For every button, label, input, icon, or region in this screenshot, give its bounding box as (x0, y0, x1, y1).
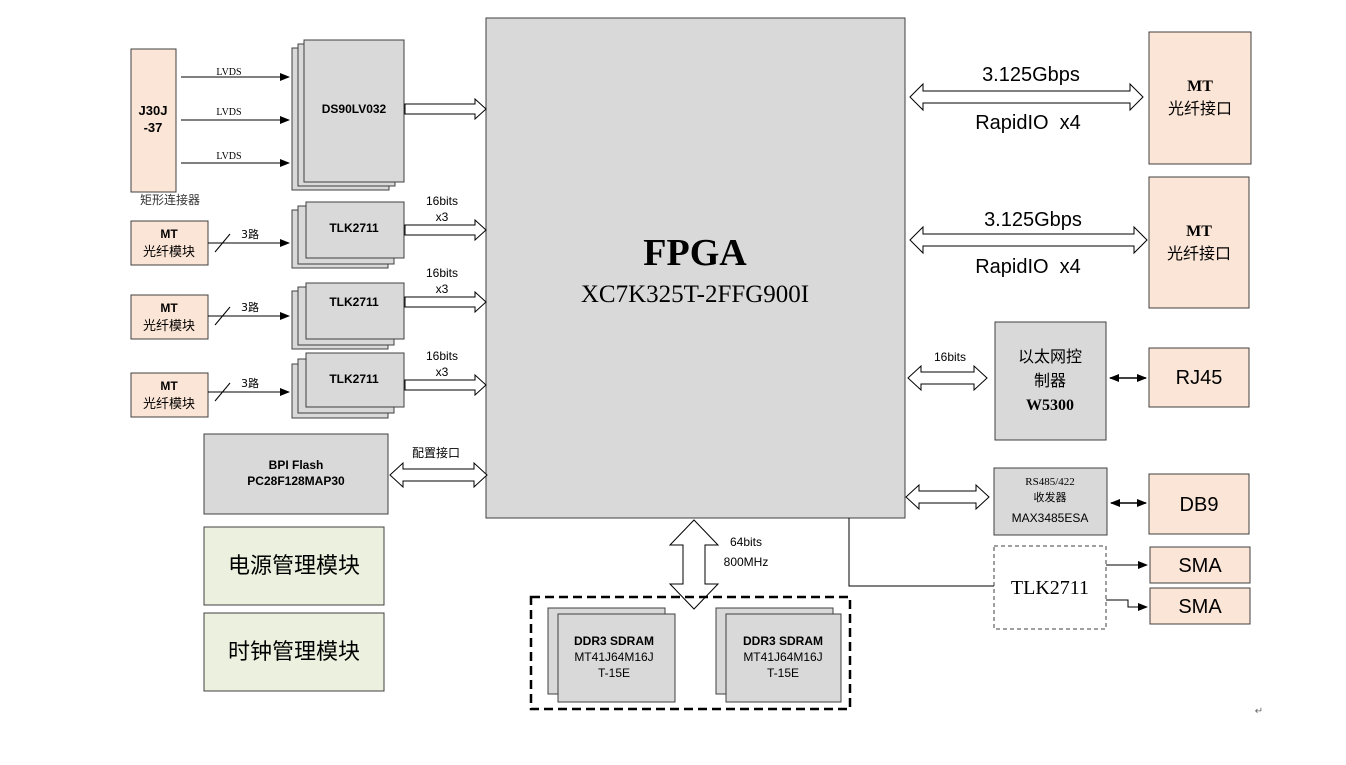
bus-width-label: 16bits (426, 349, 458, 363)
sma-port-block: SMA (1149, 587, 1251, 625)
ethernet-bus-label: 16bits (934, 350, 966, 364)
bus-width-label: 16bits (426, 266, 458, 280)
fiber-interface-line2: 光纤接口 (1168, 99, 1232, 118)
fiber-module: MT 光纤模块 (130, 372, 209, 418)
paragraph-mark: ↵ (1255, 706, 1263, 717)
ethernet-controller-block: 以太网控 制器 W5300 (994, 321, 1107, 441)
tlk-to-fpga-arrow (404, 218, 487, 242)
fiber-module-line1: MT (160, 379, 178, 393)
config-interface-label: 配置接口 (412, 445, 460, 460)
connector-name-line1: J30J (139, 103, 168, 118)
tlk2711-block: TLK2711 (291, 201, 405, 269)
lvds-links: LVDS LVDS LVDS (181, 67, 290, 167)
bus-multiplier-label: x3 (436, 365, 449, 379)
bus-multiplier-label: x3 (436, 282, 449, 296)
fpga-title: FPGA (643, 232, 747, 274)
power-management-module: 电源管理模块 (203, 526, 385, 606)
clock-management-module: 时钟管理模块 (203, 612, 385, 692)
ddr3-line2: MT41J64M16J (574, 650, 653, 664)
tlk2711-name: TLK2711 (329, 372, 379, 386)
fiber-lane-count: 3路 (241, 301, 259, 314)
rapidio-bus-arrow (909, 225, 1148, 255)
fiber-module-line2: 光纤模块 (143, 245, 195, 260)
lvds-label: LVDS (216, 107, 241, 118)
tlk-to-fpga-arrow (404, 373, 487, 397)
tlk2711-block: TLK2711 (291, 282, 405, 350)
optional-tlk2711-block: TLK2711 (993, 545, 1107, 630)
lvds-label: LVDS (216, 151, 241, 162)
ethernet-controller-line2: 制器 (1034, 371, 1066, 390)
bus-multiplier-label: x3 (436, 210, 449, 224)
rj45-label: RJ45 (1176, 367, 1223, 389)
connector-caption: 矩形连接器 (140, 192, 200, 207)
flash-line1: BPI Flash (269, 458, 324, 472)
rapidio-protocol: RapidIO x4 (975, 256, 1081, 278)
fiber-interface-block: MT 光纤接口 (1148, 31, 1252, 165)
fiber-module-line1: MT (160, 301, 178, 315)
ddr3-line3: T-15E (767, 666, 799, 680)
ddr3-line1: DDR3 SDRAM (574, 634, 654, 648)
memory-bus-arrow (668, 519, 720, 610)
ddr3-line2: MT41J64M16J (743, 650, 822, 664)
fiber-module: MT 光纤模块 (130, 294, 209, 340)
ddr3-line3: T-15E (598, 666, 630, 680)
ddr3-chip-block: DDR3 SDRAM MT41J64M16J T-15E (547, 607, 676, 703)
fiber-lane-count: 3路 (241, 228, 259, 241)
clock-module-label: 时钟管理模块 (228, 640, 360, 665)
sma-port-block: SMA (1149, 546, 1251, 584)
connector-name-line2: -37 (144, 120, 163, 135)
rapidio-protocol: RapidIO x4 (975, 112, 1081, 134)
rj45-port-block: RJ45 (1148, 347, 1250, 408)
fiber-module-line2: 光纤模块 (143, 397, 195, 412)
fiber-module-line1: MT (160, 227, 178, 241)
ethernet-controller-part: W5300 (1026, 397, 1074, 414)
power-module-label: 电源管理模块 (228, 554, 360, 579)
fiber-interface-line1: MT (1187, 78, 1213, 95)
fiber-module: MT 光纤模块 (130, 220, 209, 266)
rapidio-speed: 3.125Gbps (984, 209, 1082, 231)
rs485-part: MAX3485ESA (1012, 511, 1089, 525)
memory-group-frame (529, 595, 852, 711)
db9-label: DB9 (1180, 494, 1219, 516)
fpga-part-number: XC7K325T-2FFG900I (581, 281, 809, 308)
fiber-lane-count: 3路 (241, 377, 259, 390)
db9-port-block: DB9 (1148, 473, 1250, 535)
bus-width-label: 16bits (426, 194, 458, 208)
ethernet-bus-arrow (907, 364, 988, 392)
sma-label: SMA (1178, 555, 1222, 577)
tlk-to-fpga-arrow (404, 290, 487, 314)
rectangular-connector: J30J -37 矩形连接器 (130, 48, 200, 207)
bpi-flash-block: BPI Flash PC28F128MAP30 (203, 433, 389, 515)
sma-label: SMA (1178, 596, 1222, 618)
fiber-interface-line2: 光纤接口 (1167, 244, 1231, 263)
fiber-module-line2: 光纤模块 (143, 319, 195, 334)
lvds-to-fpga-arrow (404, 97, 487, 121)
rs485-line1: RS485/422 (1025, 476, 1075, 488)
lvds-receiver-block: DS90LV032 (291, 39, 405, 191)
ethernet-controller-line1: 以太网控 (1018, 347, 1082, 366)
rs485-line2: 收发器 (1034, 490, 1067, 504)
memory-bus-clock: 800MHz (724, 555, 769, 569)
fiber-interface-line1: MT (1186, 223, 1212, 240)
tlk2711-block: TLK2711 (291, 352, 405, 419)
flash-line2: PC28F128MAP30 (247, 474, 345, 488)
tlk2711-name: TLK2711 (329, 295, 379, 309)
tlk2711-name: TLK2711 (329, 221, 379, 235)
fpga-to-serdes-line (848, 518, 994, 587)
ddr3-line1: DDR3 SDRAM (743, 634, 823, 648)
rs485-transceiver-block: RS485/422 收发器 MAX3485ESA (993, 467, 1108, 536)
rapidio-bus-arrow (909, 82, 1144, 112)
ddr3-chip-block: DDR3 SDRAM MT41J64M16J T-15E (715, 607, 842, 703)
optional-serdes-label: TLK2711 (1011, 577, 1089, 599)
config-bus-arrow (389, 461, 488, 489)
fiber-interface-block: MT 光纤接口 (1148, 176, 1250, 309)
memory-bus-width: 64bits (730, 535, 762, 549)
rapidio-speed: 3.125Gbps (982, 64, 1080, 86)
serial-bus-arrow (905, 483, 990, 511)
lvds-receiver-name: DS90LV032 (322, 102, 387, 116)
lvds-label: LVDS (216, 67, 241, 78)
fpga-block: FPGA XC7K325T-2FFG900I (485, 17, 906, 519)
